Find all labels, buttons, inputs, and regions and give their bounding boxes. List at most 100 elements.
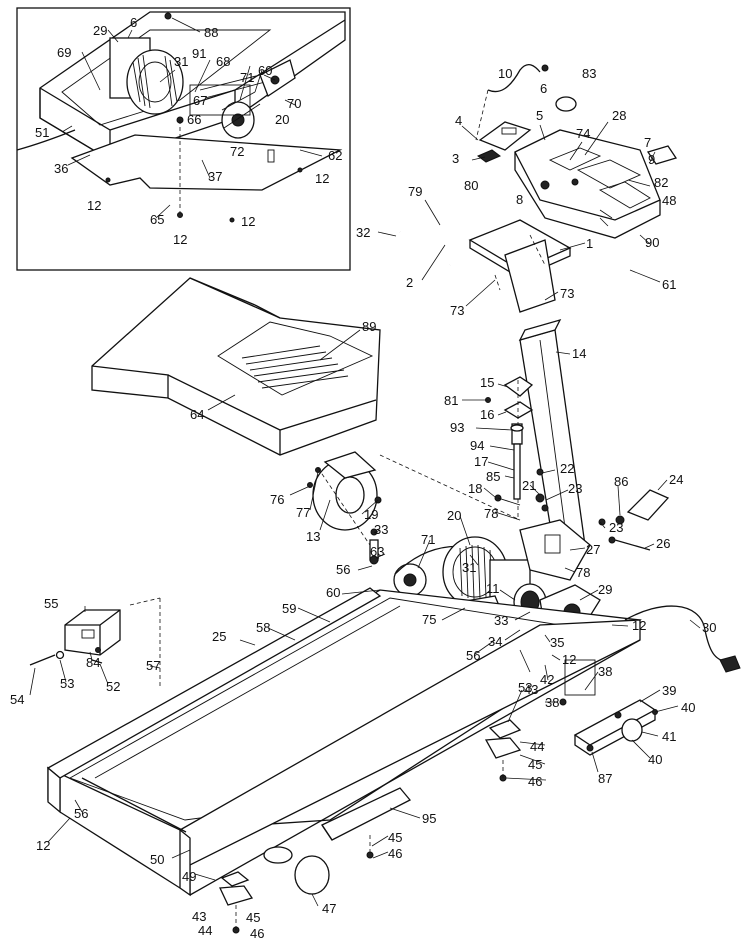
callout-88: 88 [204,25,218,40]
callout-53a: 53 [518,680,532,695]
callout-12g: 12 [36,838,50,853]
callout-64: 64 [190,407,204,422]
callout-71b: 71 [421,532,435,547]
callout-44b: 44 [198,923,212,938]
flywheel-13 [307,451,521,565]
callout-59: 59 [282,601,296,616]
callout-8: 8 [516,192,523,207]
inset-detail-motor-compartment [16,7,351,271]
callout-63: 63 [370,544,384,559]
callout-54: 54 [10,692,24,707]
callout-25: 25 [212,629,226,644]
callout-74: 74 [576,126,590,141]
callout-60b: 60 [326,585,340,600]
callout-37: 37 [208,169,222,184]
callout-12d: 12 [173,232,187,247]
callout-93: 93 [450,420,464,435]
callout-12c: 12 [241,214,255,229]
callout-72: 72 [230,144,244,159]
callout-83: 83 [582,66,596,81]
callout-28: 28 [612,108,626,123]
callout-38a: 38 [598,664,612,679]
callout-45a: 45 [528,757,542,772]
motor-hood [91,277,381,456]
foot-hardware [219,719,522,934]
callout-16: 16 [480,407,494,422]
callout-29b: 29 [598,582,612,597]
callout-33a: 33 [374,522,388,537]
callout-39: 39 [662,683,676,698]
callout-80: 80 [464,178,478,193]
callout-14: 14 [572,346,586,361]
callout-78b: 78 [576,565,590,580]
callout-12a: 12 [87,198,101,213]
callout-81: 81 [444,393,458,408]
callout-56c: 56 [74,806,88,821]
callout-32: 32 [356,225,370,240]
callout-40b: 40 [648,752,662,767]
callout-6a: 6 [130,15,137,30]
callout-41: 41 [662,729,676,744]
callout-77: 77 [296,505,310,520]
callout-31a: 31 [174,54,188,69]
callout-51: 51 [35,125,49,140]
callout-49: 49 [182,869,196,884]
callout-65: 65 [150,212,164,227]
callout-12b: 12 [315,171,329,186]
callout-3: 3 [452,151,459,166]
callout-15: 15 [480,375,494,390]
callout-62: 62 [328,148,342,163]
callout-43a: 43 [524,682,538,697]
callout-95: 95 [422,811,436,826]
callout-52: 52 [106,679,120,694]
callout-46a: 46 [528,774,542,789]
callout-70: 70 [287,96,301,111]
callout-20a: 20 [275,112,289,127]
callout-5: 5 [536,108,543,123]
callout-53b: 53 [60,676,74,691]
callout-66: 66 [187,112,201,127]
callout-68: 68 [216,54,230,69]
callout-50: 50 [150,852,164,867]
callout-31b: 31 [462,560,476,575]
callout-67: 67 [193,93,207,108]
callout-13: 13 [306,529,320,544]
callout-46b: 46 [388,846,402,861]
callout-82: 82 [654,175,668,190]
callout-17: 17 [474,454,488,469]
callout-75: 75 [422,612,436,627]
callout-55: 55 [44,596,58,611]
callout-43b: 43 [192,909,206,924]
callout-23a: 23 [568,481,582,496]
callout-1: 1 [586,236,593,251]
callout-84: 84 [86,655,100,670]
callout-87: 87 [598,771,612,786]
callout-57: 57 [146,658,160,673]
callout-73a: 73 [560,286,574,301]
callout-labels: 29 6 88 69 31 91 68 71 60 67 70 66 20 51… [10,15,716,941]
callout-36: 36 [54,161,68,176]
callout-58: 58 [256,620,270,635]
callout-19: 19 [364,507,378,522]
callout-21: 21 [522,478,536,493]
callout-73b: 73 [450,303,464,318]
callout-45b: 45 [388,830,402,845]
callout-30: 30 [702,620,716,635]
callout-4: 4 [455,113,462,128]
callout-24: 24 [669,472,683,487]
callout-44a: 44 [530,739,544,754]
callout-79: 79 [408,184,422,199]
callout-56a: 56 [336,562,350,577]
callout-7: 7 [644,135,651,150]
callout-69: 69 [57,45,71,60]
callout-89: 89 [362,319,376,334]
callout-34: 34 [488,634,502,649]
callout-86: 86 [614,474,628,489]
callout-90: 90 [645,235,659,250]
callout-45c: 45 [246,910,260,925]
callout-10: 10 [498,66,512,81]
callout-60a: 60 [258,63,272,78]
callout-12e: 12 [632,618,646,633]
callout-42: 42 [540,672,554,687]
